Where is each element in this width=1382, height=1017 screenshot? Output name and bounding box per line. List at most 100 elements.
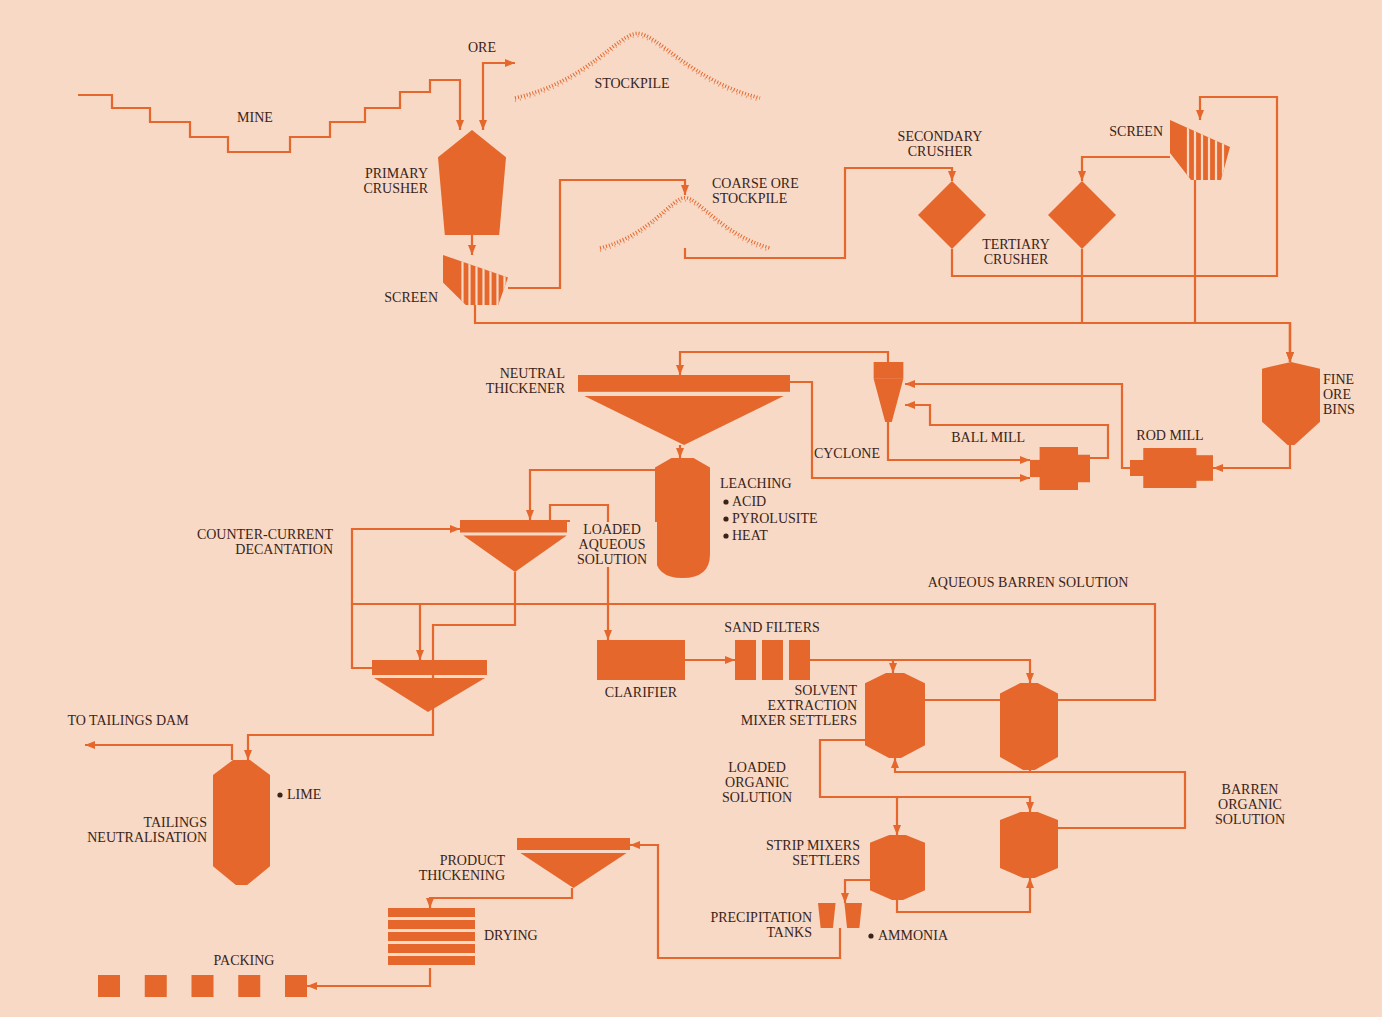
- shape: [213, 760, 270, 885]
- screen: SCREEN: [1170, 120, 1230, 180]
- shape: [78, 80, 440, 152]
- node-label: SCREEN: [1109, 124, 1163, 139]
- node-label: COUNTER-CURRENT DECANTATION: [153, 527, 333, 557]
- flow-connector: [790, 382, 1030, 478]
- flow-connector: [685, 659, 735, 661]
- node-label: PRODUCT THICKENING: [385, 853, 505, 883]
- shape: [1170, 120, 1230, 180]
- flow-connector: [810, 660, 893, 673]
- thickener: [374, 678, 485, 712]
- stream-label: TO TAILINGS DAM: [67, 713, 188, 728]
- shape-outline: [1048, 181, 1116, 249]
- node-label: HEAT: [732, 528, 768, 543]
- neutralisation-tank: TAILINGS NEUTRALISATIONLIME: [213, 760, 270, 885]
- shape-outline: [918, 181, 986, 249]
- flow-connector: [685, 168, 952, 258]
- bullet-dot: [723, 499, 728, 504]
- flow-connector: [248, 572, 515, 760]
- node-label: PYROLUSITE: [732, 511, 818, 526]
- flow-connector: [679, 445, 681, 458]
- bullet-dot: [277, 792, 282, 797]
- node-label: LEACHING: [720, 476, 792, 491]
- shape-outline: [517, 838, 630, 888]
- node-label: ROD MILL: [1136, 428, 1203, 443]
- shape: [918, 181, 986, 249]
- shape-outline: [438, 130, 506, 235]
- screen: SCREEN: [443, 255, 508, 305]
- flow-connector: [530, 470, 655, 520]
- leach-tank: LEACHINGACIDPYROLUSITEHEAT: [655, 458, 710, 578]
- shape: [1048, 181, 1116, 249]
- shape-outline: [872, 362, 905, 422]
- shape: [1030, 447, 1090, 490]
- shape-outline: [655, 458, 710, 578]
- shape: [655, 458, 710, 578]
- sand-filter: SAND FILTERS: [735, 640, 810, 680]
- mill: ROD MILL: [1130, 448, 1213, 488]
- node-label: ACID: [732, 494, 766, 509]
- thickener: COUNTER-CURRENT DECANTATION: [460, 520, 570, 572]
- cyclone: CYCLONE: [872, 362, 905, 422]
- flow-connector: [905, 384, 1130, 468]
- flow-connector: [440, 80, 460, 130]
- crusher: TERTIARY CRUSHER: [1048, 181, 1116, 249]
- bullet-dot: [868, 933, 873, 938]
- flow-connector: [475, 305, 1290, 362]
- node-label: PRIMARY CRUSHER: [328, 166, 428, 196]
- shape: [735, 640, 810, 680]
- bullet-dot: [723, 533, 728, 538]
- shape-outline: [388, 908, 475, 968]
- flow-connector: [430, 888, 572, 908]
- node-label: CLARIFIER: [605, 685, 677, 700]
- node-label: COARSE ORE STOCKPILE: [712, 176, 832, 206]
- flow-line: [352, 604, 372, 668]
- flow-connector: [1195, 180, 1290, 362]
- flow-connector: [845, 880, 870, 903]
- shape-outline: [1130, 448, 1213, 488]
- shape: [1262, 362, 1320, 445]
- node-label: MINE: [237, 110, 273, 125]
- clarifier: CLARIFIER: [597, 640, 685, 680]
- mixer-settler: [1000, 812, 1058, 878]
- mixer-settler: SOLVENT EXTRACTION MIXER SETTLERS: [865, 673, 925, 758]
- shape: [578, 375, 790, 445]
- flow-connector: [471, 235, 473, 255]
- shape-outline: [870, 835, 925, 900]
- flow-connector: [1213, 445, 1290, 468]
- node-label: FINE ORE BINS: [1323, 372, 1377, 417]
- shape: [1130, 448, 1213, 488]
- shape-outline: [818, 903, 862, 928]
- shape-outline: [597, 640, 685, 680]
- stockpile: COARSE ORE STOCKPILE: [600, 195, 770, 248]
- flow-connector: [888, 422, 1030, 460]
- stream-label: LOADED AQUEOUS SOLUTION: [567, 522, 657, 567]
- flow-line: [419, 604, 421, 660]
- shape: [517, 838, 630, 888]
- node-label: DRYING: [484, 928, 538, 943]
- crusher: SECONDARY CRUSHER: [918, 181, 986, 249]
- shape-outline: [460, 520, 570, 572]
- shape: [515, 33, 760, 101]
- shape: [98, 975, 307, 997]
- shape-outline: [443, 255, 508, 305]
- flow-connector: [508, 180, 685, 288]
- shape: [597, 640, 685, 680]
- node-label: SECONDARY CRUSHER: [883, 129, 998, 159]
- thickener: NEUTRAL THICKENER: [578, 375, 790, 445]
- node-label: LIME: [287, 787, 321, 802]
- shape-outline: [1170, 120, 1230, 180]
- node-label: PACKING: [214, 953, 275, 968]
- node-label: TERTIARY CRUSHER: [966, 237, 1066, 267]
- shape-outline: [735, 640, 810, 680]
- shape-outline: [578, 375, 790, 445]
- shape: [460, 520, 570, 572]
- shape-outline: [98, 975, 307, 997]
- bullet-dot: [723, 516, 728, 521]
- node-label: SAND FILTERS: [724, 620, 820, 635]
- node-label: SCREEN: [384, 290, 438, 305]
- shape-outline: [213, 760, 270, 885]
- flow-line: [897, 797, 1030, 812]
- node-label: BALL MILL: [951, 430, 1025, 445]
- mill: BALL MILL: [1030, 447, 1090, 490]
- stockpile: STOCKPILE: [515, 30, 760, 98]
